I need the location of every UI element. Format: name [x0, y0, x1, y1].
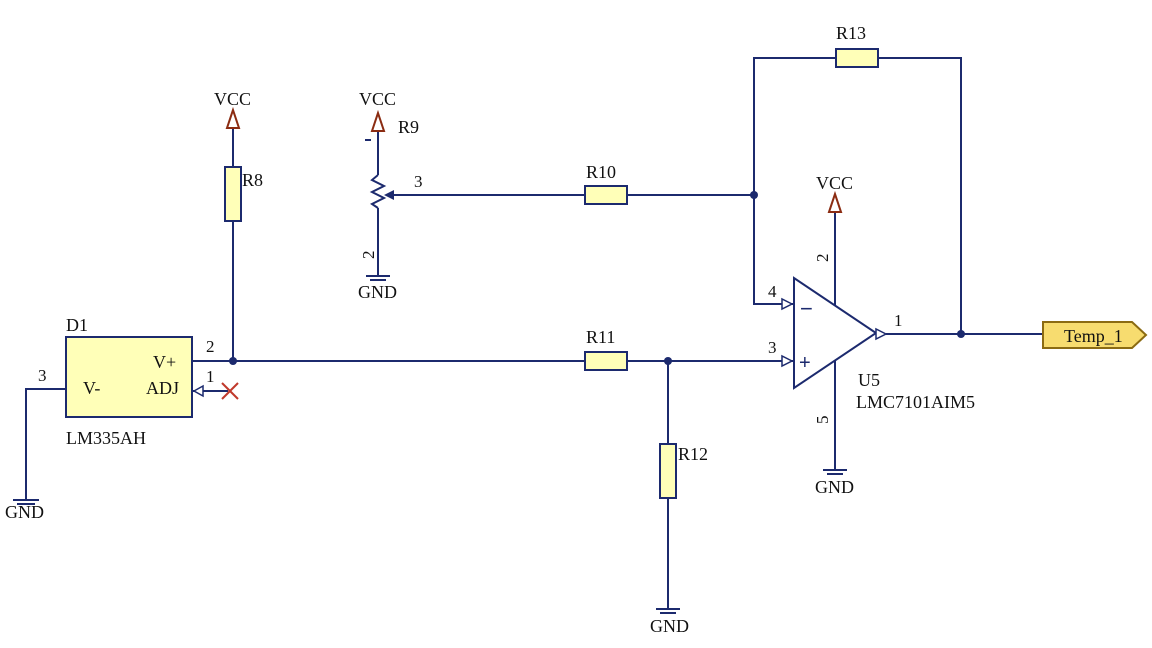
- net-port-label: Temp_1: [1064, 326, 1123, 346]
- r9-pin-3: 3: [414, 172, 423, 191]
- r9-wiper-arrow-icon: [384, 190, 394, 200]
- u5-pin-5: 5: [813, 416, 832, 425]
- d1-pin-num-3: 3: [38, 366, 47, 385]
- d1-pin-vminus: V-: [83, 378, 100, 398]
- d1-ref: D1: [66, 315, 88, 335]
- r12-body: [659, 443, 677, 499]
- vcc-symbol-r8: VCC: [214, 89, 251, 129]
- r12-ref: R12: [678, 444, 708, 464]
- gnd-label-r9: GND: [358, 282, 397, 302]
- d1-body: [65, 336, 193, 418]
- u5-part: LMC7101AIM5: [856, 392, 975, 412]
- r12-resistor[interactable]: R12: [659, 361, 708, 609]
- u5-minus-sign: −: [800, 296, 813, 321]
- r9-ref: R9: [398, 117, 419, 137]
- r13-ref: R13: [836, 23, 866, 43]
- vcc-label-r8: VCC: [214, 89, 251, 109]
- net-port-temp1[interactable]: Temp_1: [1042, 321, 1148, 349]
- u5-opamp[interactable]: − + 4 3 2 5 1 U5 LMC7101AIM5: [768, 254, 975, 425]
- d1-pin-vplus: V+: [153, 352, 176, 372]
- r10-ref: R10: [586, 162, 616, 182]
- r9-potentiometer[interactable]: R9 3 2: [359, 117, 585, 276]
- r8-body: [224, 166, 242, 222]
- vcc-symbol-u5: VCC: [816, 173, 853, 213]
- net-port-shape: [1042, 321, 1148, 349]
- r11-body: [584, 351, 628, 371]
- gnd-symbol-d1: GND: [5, 499, 44, 522]
- r8-resistor[interactable]: R8: [224, 128, 263, 361]
- u5-ref: U5: [858, 370, 880, 390]
- gnd-symbol-r9: GND: [358, 275, 397, 302]
- r11-resistor[interactable]: R11: [584, 327, 628, 371]
- gnd-label-r12: GND: [650, 616, 689, 636]
- wire-inv-input: [753, 195, 794, 305]
- r10-resistor[interactable]: R10: [584, 162, 628, 205]
- gnd-label-u5: GND: [815, 477, 854, 497]
- u5-pin-3: 3: [768, 338, 777, 357]
- r10-body: [584, 185, 628, 205]
- u5-plus-sign: +: [799, 352, 811, 374]
- r9-pin-2: 2: [359, 251, 378, 260]
- vcc-label-u5: VCC: [816, 173, 853, 193]
- r8-ref: R8: [242, 170, 263, 190]
- r9-zigzag: [369, 174, 387, 209]
- no-connect-icon: [221, 382, 239, 400]
- u5-pin-1: 1: [894, 311, 903, 330]
- u5-pin4-arrow-icon: [781, 297, 794, 311]
- gnd-label-d1: GND: [5, 502, 44, 522]
- gnd-symbol-r12: GND: [650, 608, 689, 636]
- wire-feedback-right: [878, 57, 962, 334]
- wire-feedback-left: [753, 57, 836, 195]
- r13-resistor[interactable]: R13: [835, 23, 879, 68]
- d1-pin-adj: ADJ: [146, 378, 179, 398]
- u5-pin-4: 4: [768, 282, 777, 301]
- d1-pin-num-1: 1: [206, 367, 215, 386]
- d1-sensor[interactable]: D1 LM335AH V+ ADJ V- 3 2 1: [38, 315, 215, 448]
- d1-gnd-wire: [25, 388, 66, 500]
- r13-body: [835, 48, 879, 68]
- vcc-label-r9: VCC: [359, 89, 396, 109]
- d1-pin-num-2: 2: [206, 337, 215, 356]
- d1-part: LM335AH: [66, 428, 146, 448]
- r11-ref: R11: [586, 327, 615, 347]
- u5-pin-2: 2: [813, 254, 832, 263]
- u5-pin3-arrow-icon: [781, 354, 794, 368]
- u5-output-arrow-icon: [875, 327, 888, 341]
- junction-output: [957, 330, 965, 338]
- vcc-symbol-r9: VCC: [359, 89, 396, 132]
- gnd-symbol-u5: GND: [815, 469, 854, 497]
- d1-adj-arrow-icon: [192, 384, 204, 398]
